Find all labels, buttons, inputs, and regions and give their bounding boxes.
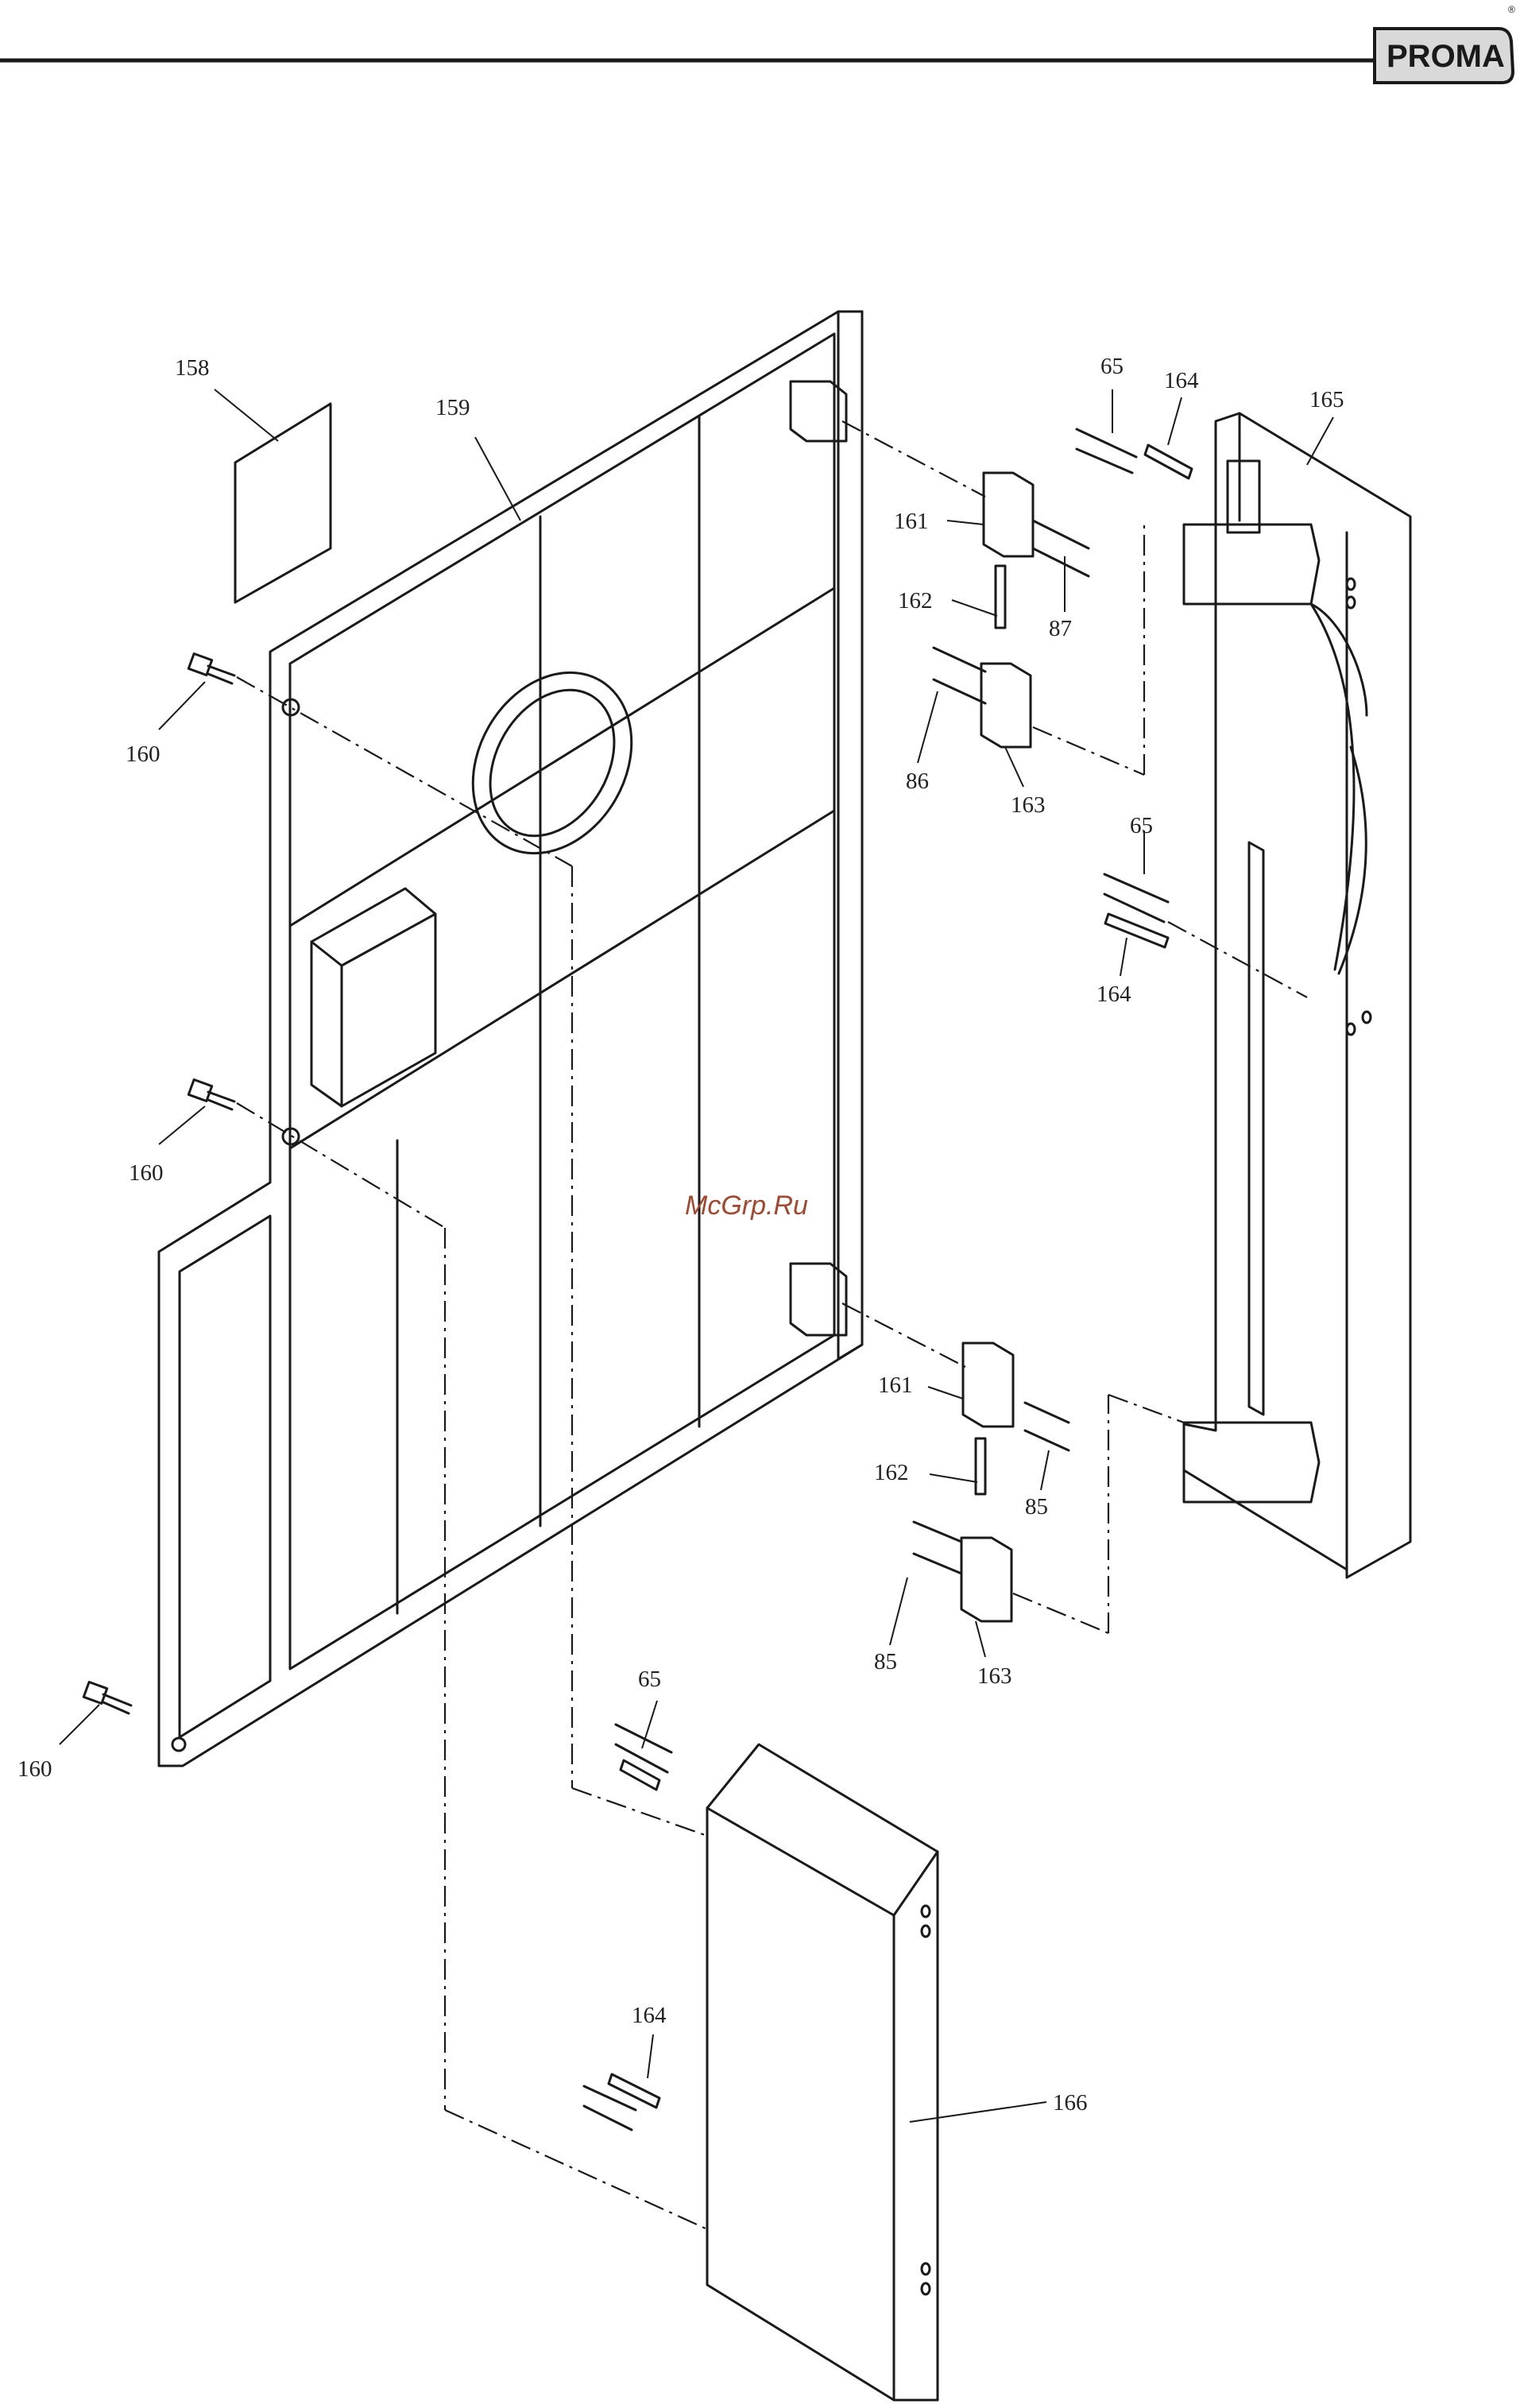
hinge-163-upper: [981, 664, 1031, 747]
part-label-85-b: 85: [874, 1649, 897, 1674]
part-label-159: 159: [435, 395, 470, 420]
registered-mark: ®: [1508, 4, 1515, 15]
mounting-post-165: [1184, 413, 1410, 1578]
screw-65-mid: [1104, 874, 1168, 922]
part-label-166: 166: [1053, 2090, 1088, 2116]
part-label-65-b: 65: [1130, 813, 1153, 838]
junction-box: [311, 888, 435, 1106]
screw-87: [1033, 521, 1089, 576]
pin-162-upper: [996, 566, 1005, 628]
part-label-160-b: 160: [129, 1160, 164, 1186]
pin-164-bottom-b: [609, 2074, 659, 2108]
screw-65-bottom: [616, 1725, 671, 1772]
part-label-164-c: 164: [632, 2003, 667, 2028]
part-label-85-a: 85: [1025, 1494, 1048, 1520]
part-label-65-a: 65: [1100, 354, 1124, 379]
screw-160-b: [188, 1079, 234, 1109]
pin-164-top: [1145, 445, 1192, 478]
part-label-86: 86: [906, 768, 929, 794]
part-label-161-b: 161: [878, 1372, 913, 1398]
part-label-165: 165: [1309, 387, 1344, 412]
pin-162-lower: [976, 1438, 985, 1494]
part-label-163-b: 163: [977, 1663, 1012, 1689]
main-frame-159: [159, 312, 862, 1766]
screw-65-top: [1077, 429, 1136, 473]
part-label-65-c: 65: [638, 1667, 661, 1692]
screw-160-c: [83, 1682, 131, 1713]
label-plate-158: [235, 404, 331, 602]
part-label-161-a: 161: [894, 509, 929, 534]
part-label-164-a: 164: [1164, 368, 1199, 393]
screw-85-upper: [1025, 1403, 1069, 1450]
part-label-160-a: 160: [126, 741, 161, 767]
brand-logo-text: PROMA: [1387, 39, 1505, 74]
part-label-158: 158: [175, 355, 210, 381]
screw-160-a: [188, 653, 234, 683]
screw-86: [934, 648, 985, 703]
hinge-161-upper: [984, 473, 1033, 556]
part-label-160-c: 160: [17, 1756, 52, 1782]
hinge-161-lower: [963, 1343, 1013, 1427]
part-label-87: 87: [1049, 616, 1072, 641]
screw-85-lower: [914, 1522, 961, 1574]
leader-lines: [60, 389, 1333, 2122]
part-label-162-b: 162: [874, 1460, 909, 1485]
part-label-163-a: 163: [1011, 792, 1046, 818]
proma-logo: PROMA ®: [1375, 4, 1515, 83]
watermark-text: McGrp.Ru: [685, 1190, 808, 1221]
part-label-162-a: 162: [898, 588, 933, 614]
part-label-164-b: 164: [1096, 981, 1131, 1007]
bar-166: [707, 1744, 938, 2400]
hinge-163-lower: [961, 1538, 1011, 1621]
